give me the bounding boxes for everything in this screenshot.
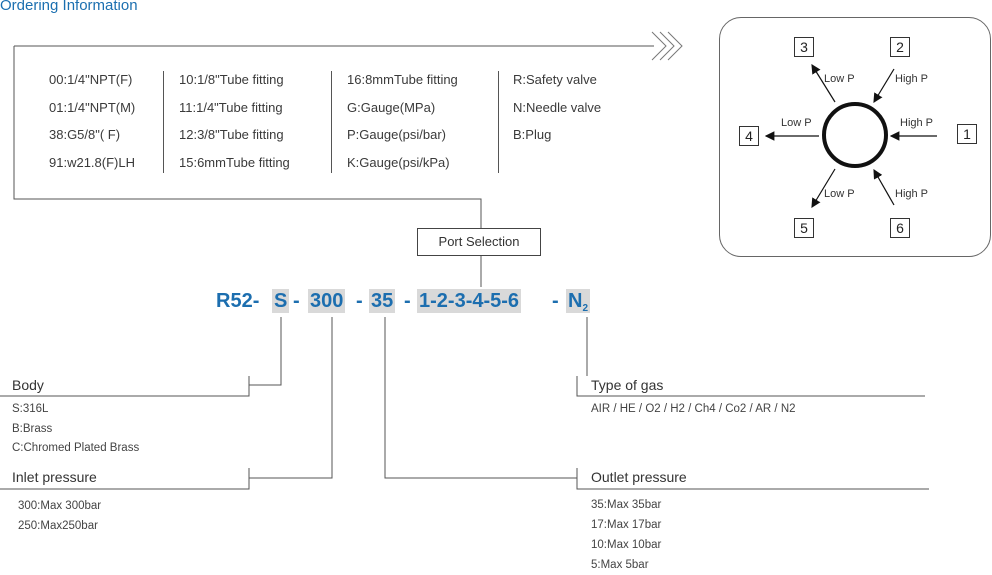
port-option: 11:1/4"Tube fitting <box>179 99 283 115</box>
port-1-label: 1 <box>957 124 977 144</box>
model-ports-code[interactable]: 1-2-3-4-5-6 <box>417 289 522 313</box>
regulator-body-icon <box>822 102 888 168</box>
column-divider <box>163 71 164 173</box>
port-option: P:Gauge(psi/bar) <box>347 127 446 142</box>
outlet-pressure-option: 10:Max 10bar <box>591 539 662 551</box>
port-option: 10:1/8"Tube fitting <box>179 72 284 87</box>
port-3-label: 3 <box>794 37 814 57</box>
port-option-column-2: 10:1/8"Tube fitting 11:1/4"Tube fitting … <box>179 71 290 181</box>
low-pressure-label: Low P <box>824 73 855 85</box>
chevron-arrow-icon <box>651 31 683 61</box>
outlet-pressure-option: 5:Max 5bar <box>591 559 649 571</box>
model-body-code[interactable]: S <box>272 289 290 313</box>
port-option: B:Plug <box>513 127 552 142</box>
port-option: 91:w21.8(F)LH <box>49 154 135 170</box>
inlet-pressure-option: 300:Max 300bar <box>18 500 102 512</box>
model-outlet-code[interactable]: 35 <box>369 289 396 313</box>
port-4-label: 4 <box>739 126 759 146</box>
port-option: G:Gauge(MPa) <box>347 99 436 115</box>
body-option: C:Chromed Plated Brass <box>12 442 140 454</box>
model-dash: - <box>552 290 559 312</box>
port-option: K:Gauge(psi/kPa) <box>347 154 450 170</box>
port-option: 01:1/4"NPT(M) <box>49 99 136 115</box>
body-options: S:316L B:Brass C:Chromed Plated Brass <box>12 400 139 459</box>
inlet-pressure-title: Inlet pressure <box>12 469 97 485</box>
model-dash: - <box>356 290 363 312</box>
high-pressure-label: High P <box>895 188 929 200</box>
high-pressure-label: High P <box>900 117 934 129</box>
port-layout-drawing <box>764 63 937 209</box>
body-option: B:Brass <box>12 422 53 435</box>
port-option: 12:3/8"Tube fitting <box>179 127 284 142</box>
inlet-pressure-option: 250:Max250bar <box>18 520 98 532</box>
gas-subscript: 2 <box>582 303 589 314</box>
outlet-pressure-title: Outlet pressure <box>591 469 687 485</box>
model-dash: - <box>293 290 300 312</box>
low-pressure-label: Low P <box>781 117 812 129</box>
port-option: 15:6mmTube fitting <box>179 154 290 170</box>
port-5-label: 5 <box>794 218 814 238</box>
port-2-label: 2 <box>890 37 910 57</box>
outlet-pressure-option: 35:Max 35bar <box>591 499 662 511</box>
low-pressure-label: Low P <box>824 188 855 200</box>
port-layout-diagram: 1 2 3 4 5 6 Low P High P Low P High P Lo… <box>719 17 991 257</box>
gas-symbol: N <box>568 290 583 312</box>
model-gas-code[interactable]: N2 <box>566 289 591 314</box>
column-divider <box>498 71 499 173</box>
column-divider <box>331 71 332 173</box>
model-inlet-code[interactable]: 300 <box>308 289 346 313</box>
port-selection-button[interactable]: Port Selection <box>417 228 541 256</box>
port-option-column-3: 16:8mmTube fitting G:Gauge(MPa) P:Gauge(… <box>347 71 458 181</box>
page-title: Ordering Information <box>0 0 138 14</box>
model-prefix: R52- <box>216 290 260 312</box>
port-6-label: 6 <box>890 218 910 238</box>
body-option: S:316L <box>12 403 49 415</box>
inlet-pressure-options: 300:Max 300bar 250:Max250bar <box>18 496 101 536</box>
port-option: N:Needle valve <box>513 99 602 115</box>
outlet-pressure-options: 35:Max 35bar 17:Max 17bar 10:Max 10bar 5… <box>591 495 661 575</box>
port-option: 16:8mmTube fitting <box>347 72 458 87</box>
port-option-column-1: 00:1/4"NPT(F) 01:1/4"NPT(M) 38:G5/8"( F)… <box>49 71 135 181</box>
body-title: Body <box>12 377 44 393</box>
outlet-pressure-option: 17:Max 17bar <box>591 519 662 531</box>
port-option-column-4: R:Safety valve N:Needle valve B:Plug <box>513 71 601 154</box>
port-option: R:Safety valve <box>513 72 597 87</box>
type-of-gas-title: Type of gas <box>591 377 664 393</box>
type-of-gas-options: AIR / HE / O2 / H2 / Ch4 / Co2 / AR / N2 <box>591 403 796 415</box>
port-option: 00:1/4"NPT(F) <box>49 72 133 87</box>
model-dash: - <box>404 290 411 312</box>
high-pressure-label: High P <box>895 73 929 85</box>
port-option: 38:G5/8"( F) <box>49 127 121 142</box>
